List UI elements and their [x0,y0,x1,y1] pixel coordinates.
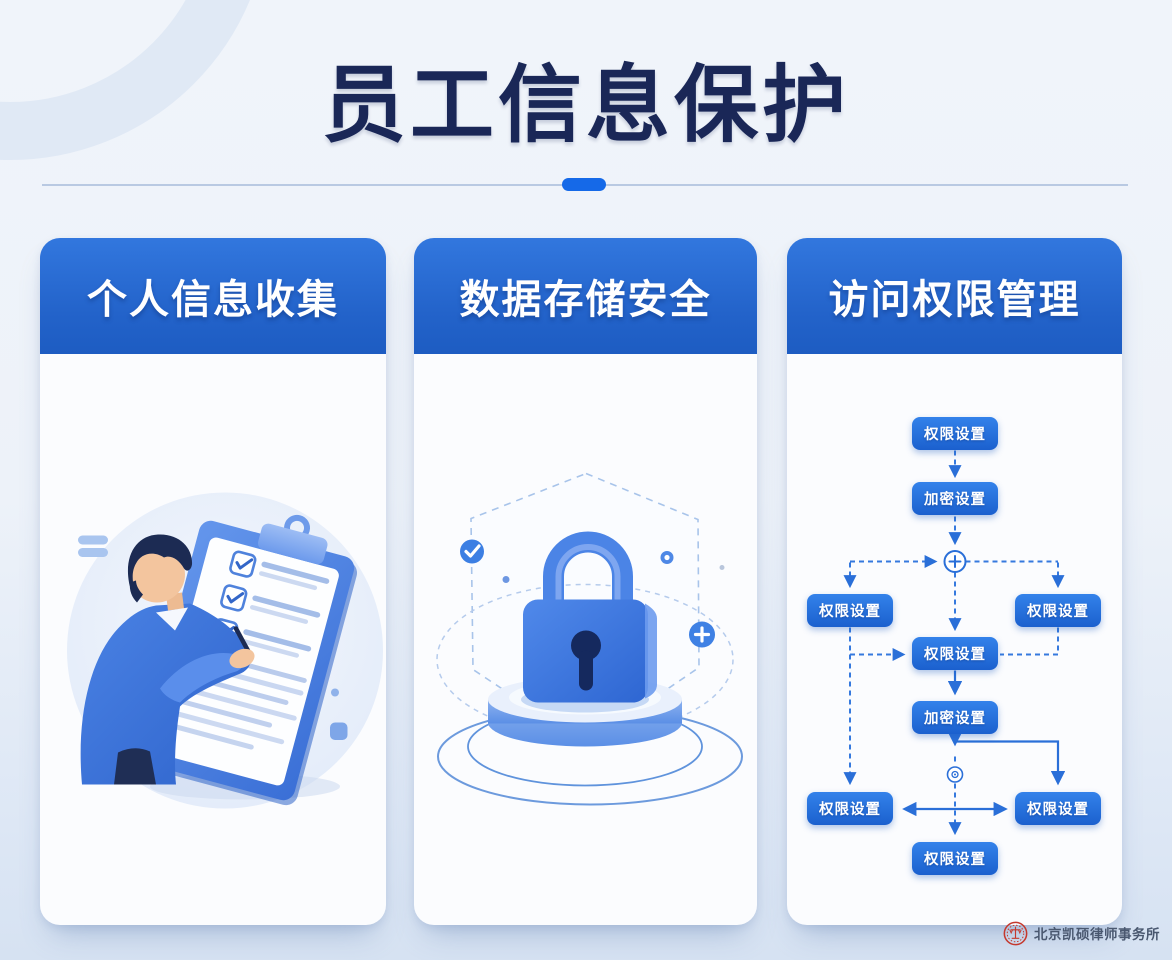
law-firm-seal-icon [1003,921,1028,945]
small-dot-decoration [502,576,510,583]
plus-badge-icon [689,621,715,648]
card-data-storage-security: 数据存储安全 [414,238,757,925]
person-figure [80,534,255,785]
arm [160,652,244,703]
head [129,546,185,603]
hand [229,648,255,669]
trousers [114,748,156,785]
law-firm-name: 北京凯硕律师事务所 [1034,927,1160,942]
card-personal-info-collection: 个人信息收集 [40,238,386,925]
main-title: 员工信息保护 [321,58,850,152]
card-body-personal-info [40,354,386,925]
flow-node-permission-settings-2: 权限设置 [807,594,893,627]
card-header-personal-info: 个人信息收集 [40,238,386,354]
square-decoration [330,722,348,740]
clipboard-icon [139,514,358,806]
merge-plus-connector-icon [943,550,967,573]
card-header-access-permission: 访问权限管理 [787,238,1122,354]
pen-icon [233,626,252,655]
shackle [543,531,633,607]
clip-icon [257,523,328,565]
check-badge-icon [460,539,484,564]
collar [156,607,188,631]
flow-node-permission-settings-3: 权限设置 [1015,594,1101,627]
equals-decoration [78,535,108,557]
card-body-flowchart: 权限设置 加密设置 权限设置 权限设置 权限设置 加密设置 权限设置 权限设置 … [787,354,1122,925]
hair [127,534,193,589]
flow-node-permission-settings-6: 权限设置 [1015,792,1101,825]
padlock-security-illustration [436,472,743,806]
person-checklist-illustration [67,492,383,809]
card-header-data-storage: 数据存储安全 [414,238,757,354]
card-access-permission-management: 访问权限管理 [787,238,1122,925]
flow-node-permission-settings-5: 权限设置 [807,792,893,825]
orbit-dashed-ellipse [436,583,734,736]
card-title-personal-info: 个人信息收集 [87,278,339,322]
flow-node-encryption-settings-2: 加密设置 [912,701,998,734]
card-title-data-storage: 数据存储安全 [459,278,712,322]
padlock-icon [523,531,657,703]
tiny-dot-decoration [719,565,725,570]
card-body-data-storage [414,354,757,925]
flow-node-permission-settings-7: 权限设置 [912,842,998,875]
flow-node-encryption-settings-1: 加密设置 [912,482,998,515]
flow-node-permission-settings-1: 权限设置 [912,417,998,450]
law-firm-brand: 北京凯硕律师事务所 [1003,918,1160,948]
card-title-access-permission: 访问权限管理 [828,278,1081,322]
flow-node-permission-settings-4: 权限设置 [912,637,998,670]
hair-back [129,580,143,603]
step-dot-connector-icon [946,766,964,783]
dot-badge-icon [660,551,674,564]
dot-decoration [331,688,339,697]
keyhole [571,630,601,661]
title-divider-accent [562,178,606,191]
